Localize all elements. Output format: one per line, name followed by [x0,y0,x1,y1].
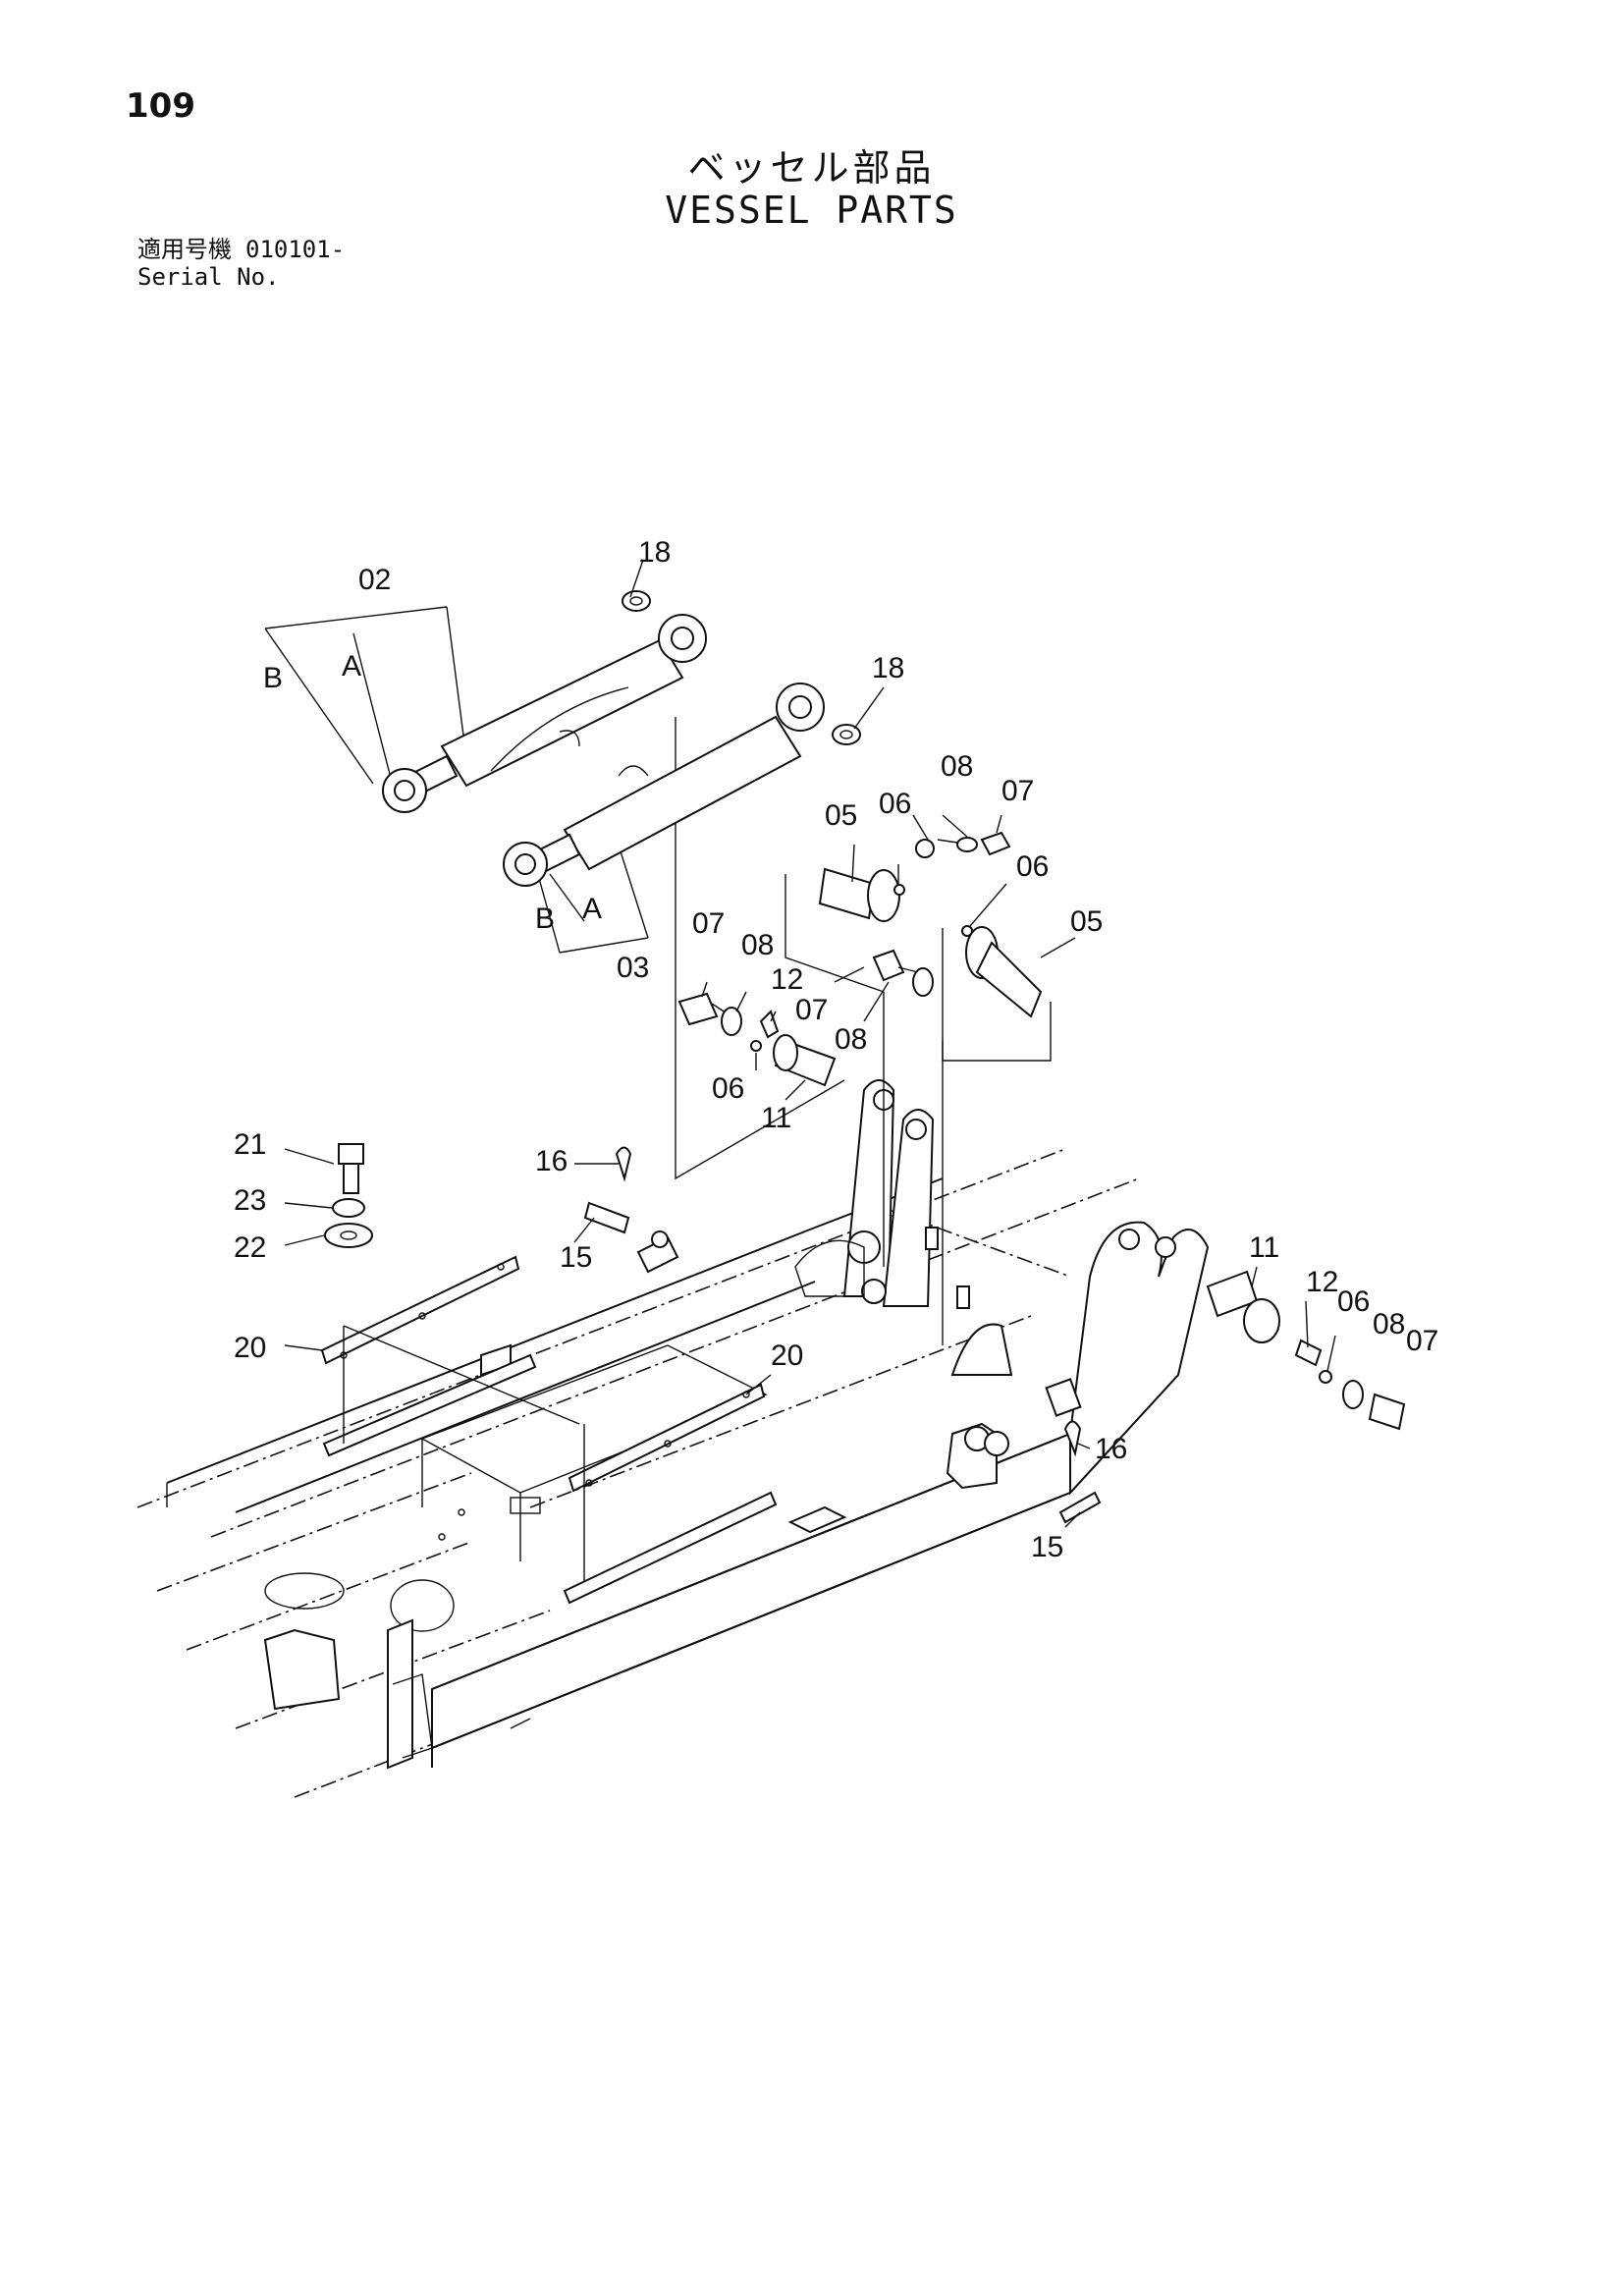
callout-07-mid: 07 [795,994,828,1026]
bolt-21-washers [324,1143,373,1248]
liner-plates [320,1255,778,1605]
callout-16-right: 16 [1095,1433,1127,1465]
callout-B-02: B [263,662,283,694]
fasteners-right [1206,1270,1406,1431]
callout-05-upper: 05 [825,799,857,832]
cylinder-03 [503,683,861,887]
page-title-jp: ベッセル部品 [687,146,936,190]
serial-value: 010101- [245,236,346,263]
page-number: 109 [126,86,195,126]
lift-bracket-right [1045,1221,1210,1496]
callout-11-right: 11 [1249,1231,1279,1264]
callout-B-03: B [535,902,555,935]
callout-07-upper: 07 [1001,775,1034,807]
callout-08-left: 08 [741,929,774,961]
callout-05-lower: 05 [1070,905,1103,938]
callout-A-02: A [342,650,361,683]
callout-16-left: 16 [535,1145,568,1177]
pin-05-lower [961,925,1043,1018]
leader-lines [264,606,1052,1581]
callout-11-center: 11 [761,1102,791,1134]
callout-06-center: 06 [712,1072,744,1105]
callout-15-left: 15 [560,1241,592,1274]
callout-20-center: 20 [771,1339,803,1372]
callout-A-03: A [582,893,602,925]
serial-block: 適用号機 010101- Serial No. [137,236,358,291]
callout-20-left: 20 [234,1332,266,1364]
callout-07-left: 07 [692,907,725,940]
callout-labels: 02 18 18 B A B A 03 05 06 08 07 06 05 07… [234,536,1438,1563]
stop-pins [583,1146,1102,1524]
pin-05-upper [818,831,1011,922]
callout-08-upper: 08 [941,750,973,783]
serial-label-en: Serial No. [137,263,280,291]
cylinder-02 [382,590,707,813]
callout-21: 21 [234,1128,266,1161]
fasteners-center [677,949,934,1087]
callout-12-center: 12 [771,963,803,996]
rear-beam [166,1177,944,1513]
callout-02: 02 [358,564,391,596]
pivot-brackets [794,1079,1013,1376]
serial-label-jp: 適用号機 [137,236,232,263]
callout-03: 03 [617,952,649,984]
floor-parts [263,1343,847,1770]
callout-06-right-asm: 06 [1337,1285,1370,1318]
callout-07-right-asm: 07 [1406,1325,1438,1357]
callout-12-right: 12 [1306,1266,1338,1298]
callout-06-upper: 06 [879,788,911,820]
callout-15-right: 15 [1031,1531,1063,1563]
callout-leaders [284,559,1336,1528]
callout-08-mid: 08 [835,1023,867,1056]
callout-08-right-asm: 08 [1373,1308,1405,1340]
callout-06-right: 06 [1016,850,1049,883]
callout-18-upper: 18 [638,536,671,569]
callout-22: 22 [234,1231,266,1264]
callout-18-lower: 18 [872,652,904,684]
page-title-en: VESSEL PARTS [665,189,958,232]
callout-23: 23 [234,1184,266,1217]
